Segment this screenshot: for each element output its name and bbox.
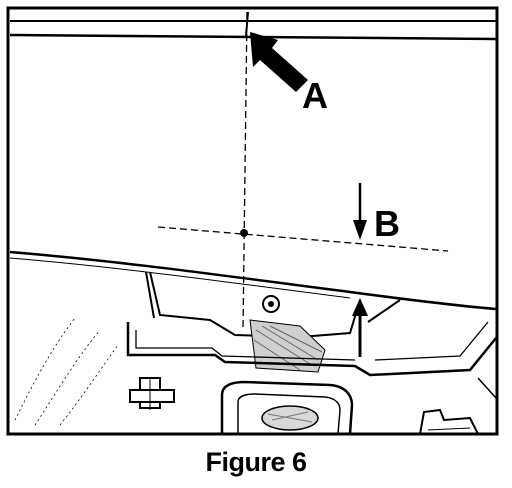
core-support-inner bbox=[135, 330, 356, 361]
label-b: B bbox=[374, 203, 400, 244]
latch-bracket-side bbox=[145, 271, 155, 319]
background-contour bbox=[14, 317, 76, 421]
hood-lower-edge bbox=[9, 250, 497, 311]
fastener-icon bbox=[262, 295, 280, 313]
arrow-up-icon bbox=[352, 298, 368, 357]
core-support-right bbox=[374, 321, 489, 361]
hood-lower-edge-shadow bbox=[9, 257, 351, 299]
technical-illustration: A B bbox=[6, 6, 499, 436]
clip-icon bbox=[129, 377, 175, 410]
label-a: A bbox=[302, 75, 328, 116]
bottom-right-bracket bbox=[419, 408, 479, 435]
centerline-tick bbox=[245, 11, 249, 37]
latch-opening bbox=[220, 380, 354, 435]
figure-caption: Figure 6 bbox=[205, 447, 307, 477]
background-contour-2 bbox=[34, 329, 101, 426]
arrow-b-icon bbox=[353, 183, 367, 240]
right-edge-detail bbox=[477, 377, 497, 399]
vertical-centerline bbox=[242, 11, 248, 331]
figure-frame bbox=[6, 6, 499, 436]
horizontal-reference-line bbox=[157, 226, 449, 252]
hood-right-diagonal bbox=[367, 299, 401, 323]
reference-point bbox=[240, 229, 248, 237]
background-contour-3 bbox=[59, 344, 119, 426]
latch-bracket bbox=[149, 271, 361, 339]
core-support-panel bbox=[126, 322, 497, 377]
arrow-a-icon bbox=[250, 32, 308, 92]
